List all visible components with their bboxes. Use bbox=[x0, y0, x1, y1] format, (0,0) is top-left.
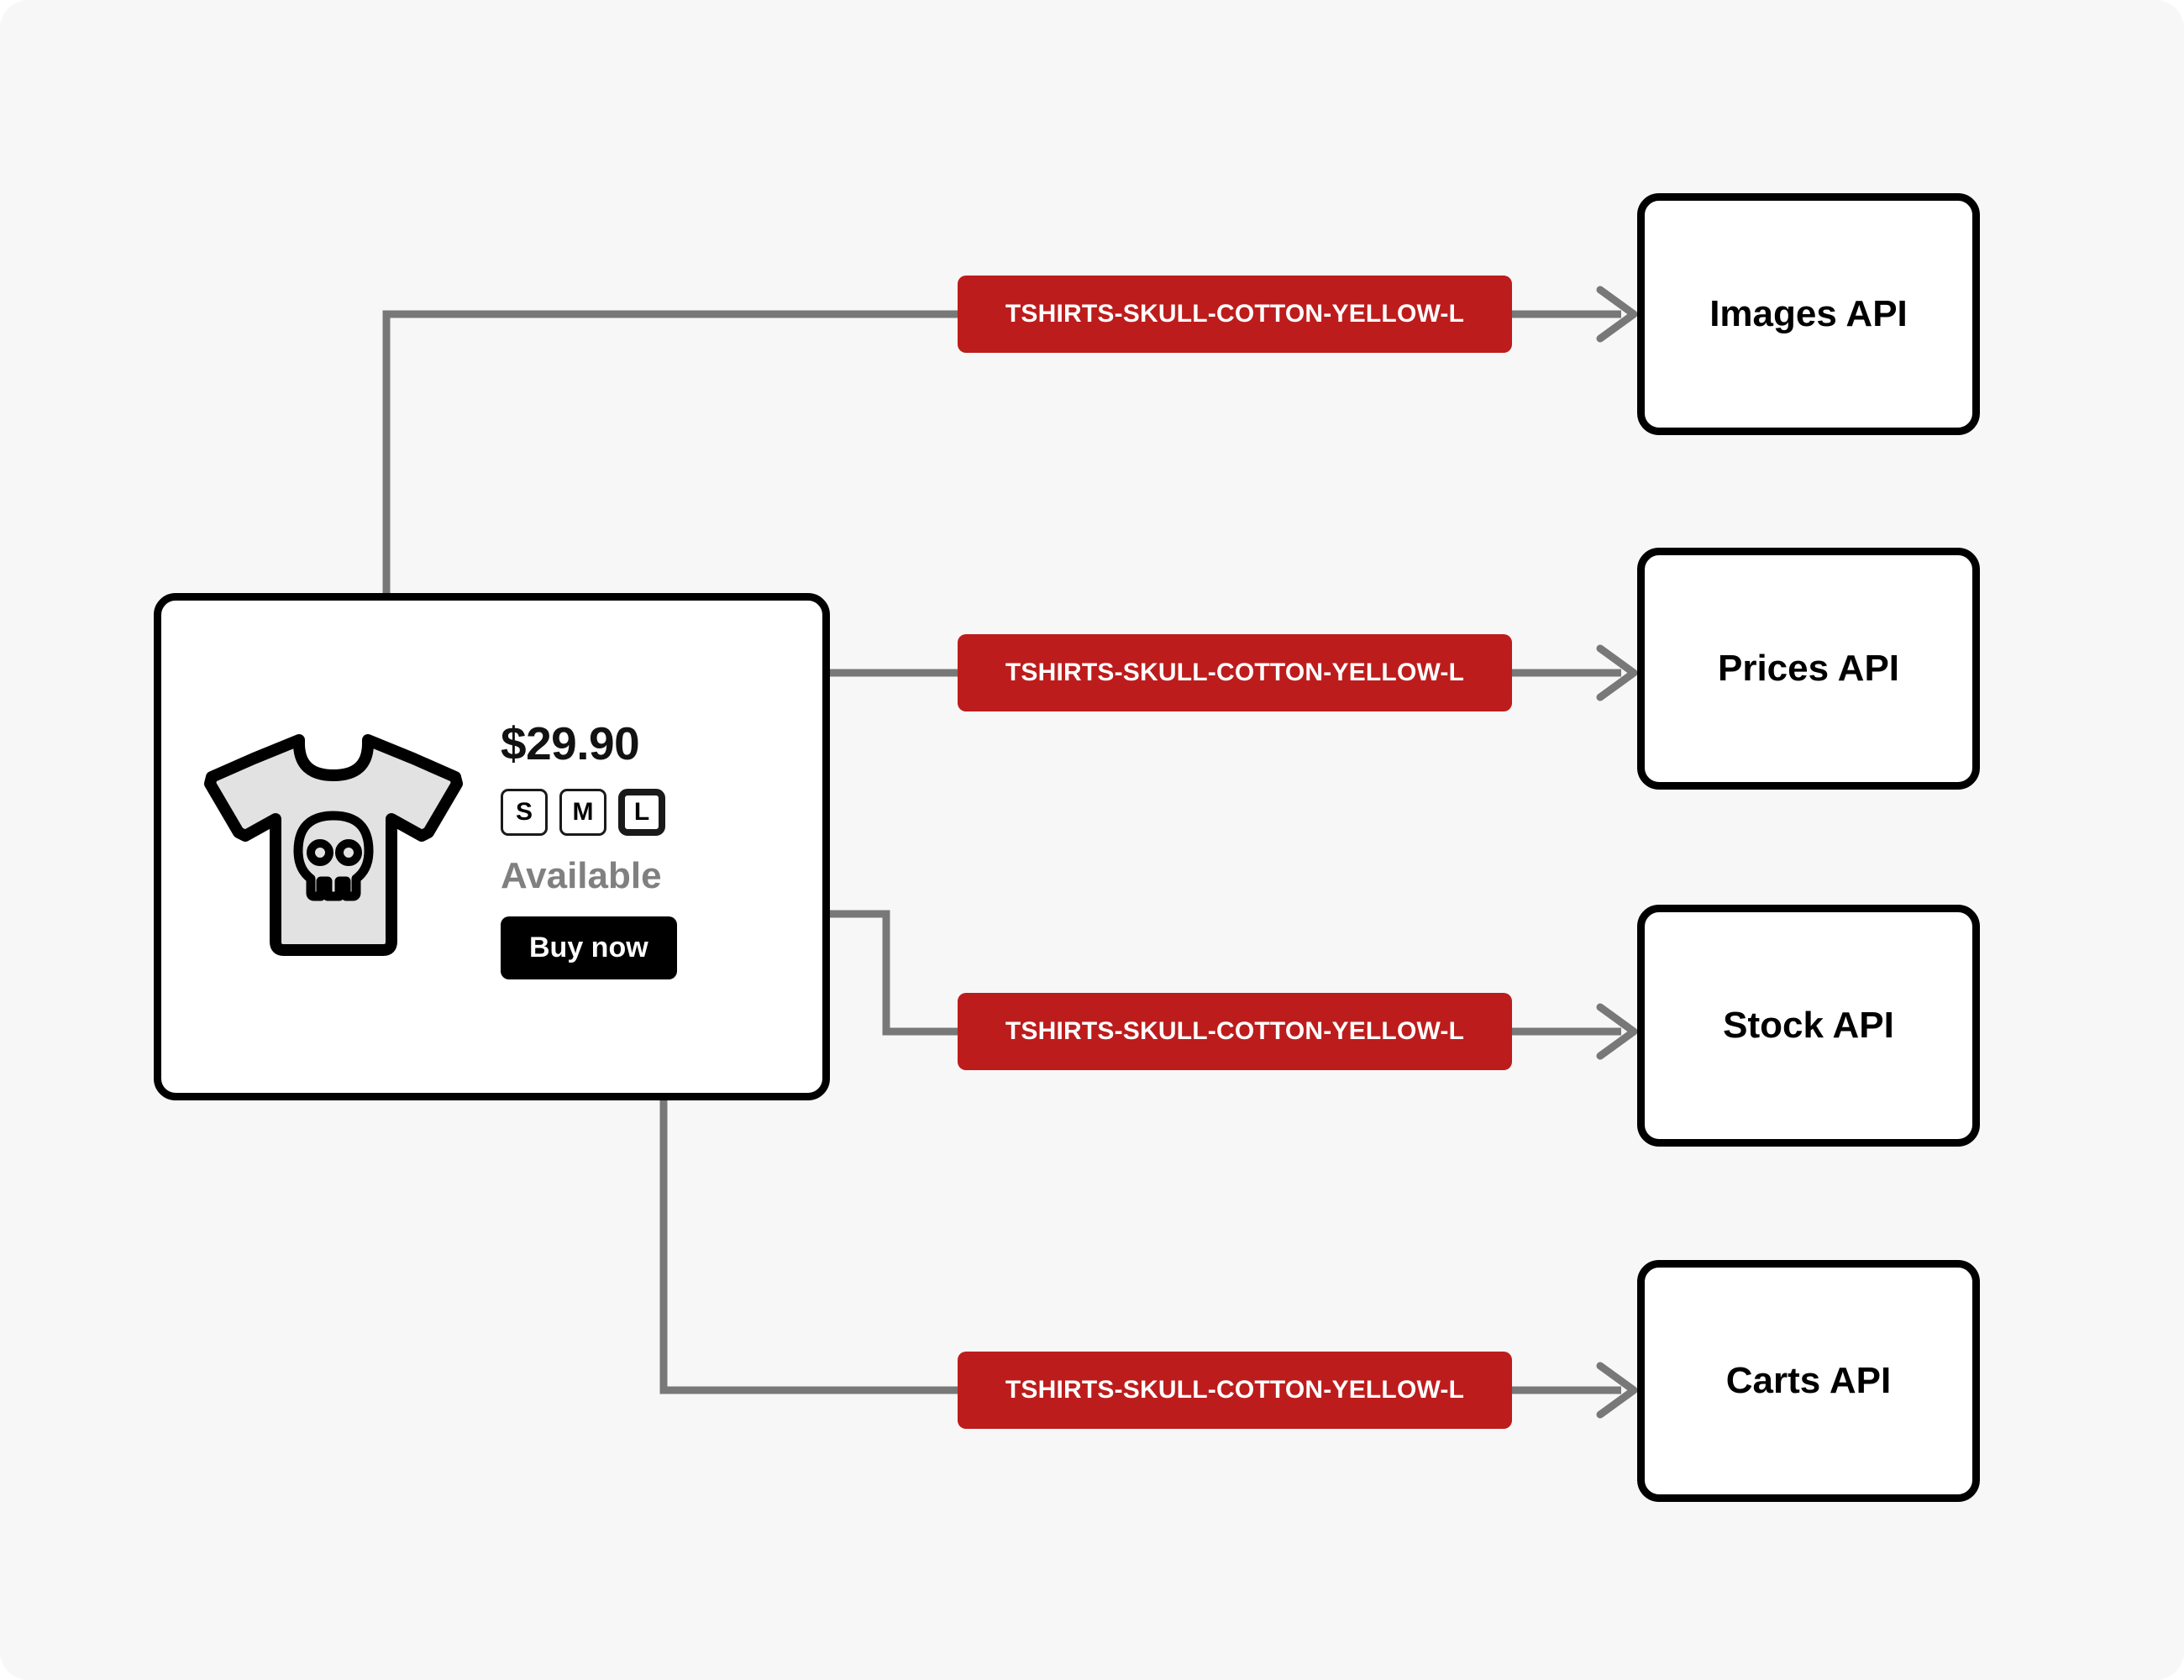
api-box-images: Images API bbox=[1637, 193, 1980, 435]
product-details: $29.90 S M L Available Buy now bbox=[501, 721, 677, 979]
availability-status: Available bbox=[501, 855, 662, 896]
sku-label-stock: TSHIRTS-SKULL-COTTON-YELLOW-L bbox=[958, 993, 1512, 1070]
product-card: $29.90 S M L Available Buy now bbox=[154, 593, 830, 1100]
arrowhead-images bbox=[1596, 286, 1638, 343]
sku-label-carts: TSHIRTS-SKULL-COTTON-YELLOW-L bbox=[958, 1352, 1512, 1429]
size-option-m[interactable]: M bbox=[559, 789, 606, 836]
sku-label-prices: TSHIRTS-SKULL-COTTON-YELLOW-L bbox=[958, 634, 1512, 711]
size-option-l[interactable]: L bbox=[618, 789, 665, 836]
buy-now-button[interactable]: Buy now bbox=[501, 916, 677, 979]
product-price: $29.90 bbox=[501, 717, 640, 769]
size-option-s[interactable]: S bbox=[501, 789, 548, 836]
wire-sku4-to-buy bbox=[659, 1060, 958, 1394]
size-selector[interactable]: S M L bbox=[501, 789, 665, 836]
arrowhead-carts bbox=[1596, 1362, 1638, 1419]
api-box-stock: Stock API bbox=[1637, 905, 1980, 1147]
api-box-prices: Prices API bbox=[1637, 548, 1980, 790]
arrowhead-prices bbox=[1596, 644, 1638, 701]
sku-label-images: TSHIRTS-SKULL-COTTON-YELLOW-L bbox=[958, 276, 1512, 353]
product-image bbox=[170, 725, 497, 969]
skull-tshirt-icon bbox=[204, 734, 463, 956]
arrowhead-stock bbox=[1596, 1003, 1638, 1060]
api-box-carts: Carts API bbox=[1637, 1260, 1980, 1502]
